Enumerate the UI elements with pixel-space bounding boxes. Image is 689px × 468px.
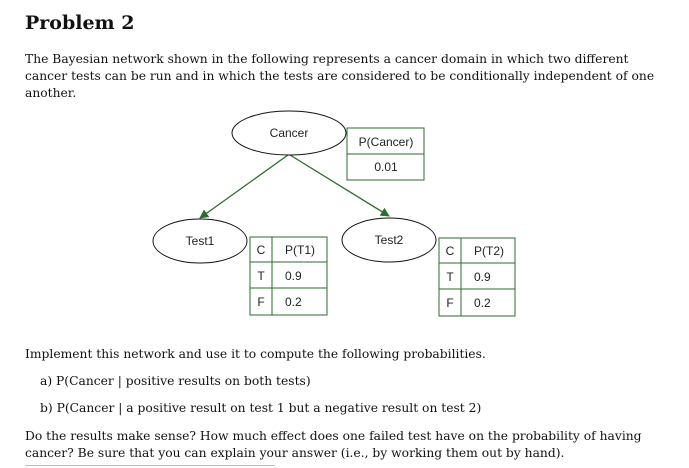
cpt-test1-row1-c: T (257, 269, 265, 283)
cpt-test1-header-c: C (257, 243, 266, 257)
problem-title: Problem 2 (25, 12, 135, 34)
cpt-test2-header-p: P(T2) (474, 244, 504, 258)
edge-cancer-test1 (199, 154, 289, 219)
cpt-test2-row1-p: 0.9 (474, 270, 491, 284)
cpt-test2-header-c: C (446, 244, 455, 258)
cpt-test2-row1-c: T (446, 270, 454, 284)
cpt-test2: C P(T2) T 0.9 F 0.2 (438, 237, 516, 317)
cpt-test1-header-p: P(T1) (285, 243, 315, 257)
node-cancer: Cancer (231, 110, 347, 156)
cpt-test1-row1-p: 0.9 (285, 269, 302, 283)
cpt-cancer-header: P(Cancer) (359, 135, 414, 149)
cpt-test1-row2-c: F (257, 295, 264, 309)
node-cancer-label: Cancer (270, 126, 309, 140)
divider-line (25, 465, 275, 466)
instruction-text: Implement this network and use it to com… (25, 347, 486, 361)
edge-cancer-test2 (289, 154, 390, 217)
problem-intro: The Bayesian network shown in the follow… (25, 52, 655, 100)
question-item-b: b) P(Cancer | a positive result on test … (40, 401, 482, 415)
node-test2-label: Test2 (375, 233, 404, 247)
cpt-cancer-value: 0.01 (374, 160, 398, 174)
discussion-question: Do the results make sense? How much effe… (25, 429, 642, 460)
cpt-test1: C P(T1) T 0.9 F 0.2 (249, 236, 328, 316)
node-test1: Test1 (152, 218, 248, 264)
cpt-test2-row2-p: 0.2 (474, 296, 491, 310)
cpt-cancer: P(Cancer) 0.01 (346, 127, 425, 181)
cpt-test2-row2-c: F (446, 296, 453, 310)
node-test2: Test2 (341, 217, 437, 263)
question-item-a: a) P(Cancer | positive results on both t… (40, 374, 311, 388)
cpt-test1-row2-p: 0.2 (285, 295, 302, 309)
node-test1-label: Test1 (186, 234, 215, 248)
